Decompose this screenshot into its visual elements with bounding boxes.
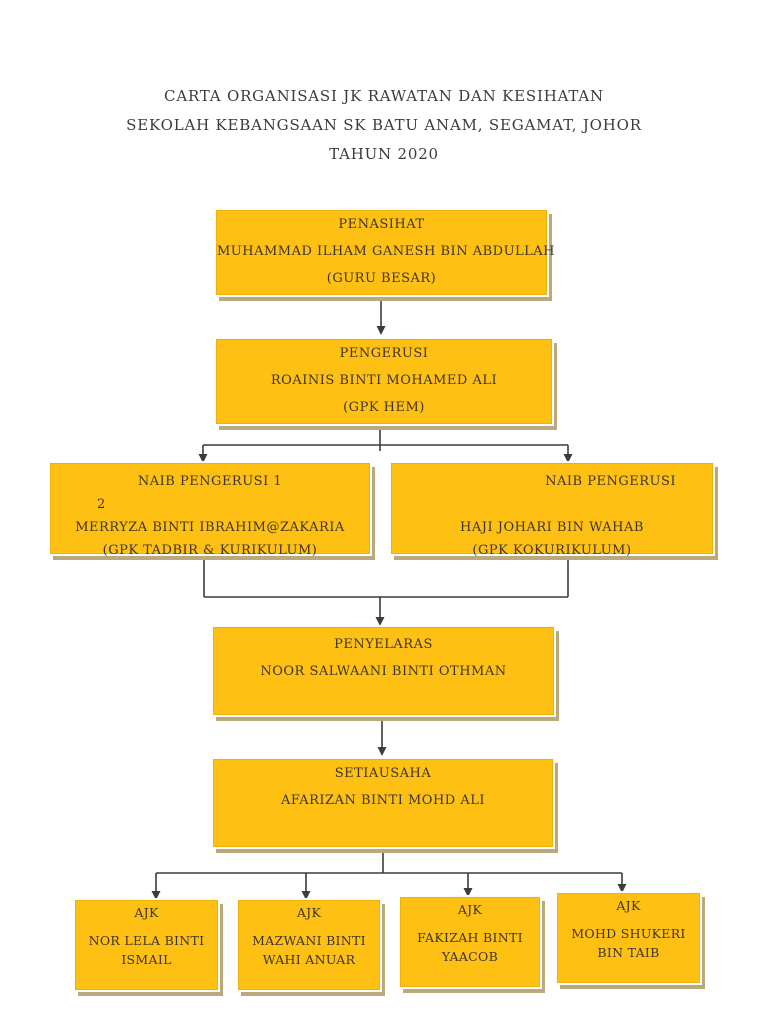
position-title: (GURU BESAR) [326, 271, 437, 286]
person-name: AFARIZAN BINTI MOHD ALI [280, 793, 486, 808]
role-label: PENYELARAS [334, 637, 433, 652]
org-node-naib-pengerusi-2: NAIB PENGERUSI HAJI JOHARI BIN WAHAB (GP… [391, 463, 713, 558]
org-node-pengerusi: PENGERUSI ROAINIS BINTI MOHAMED ALI (GPK… [216, 339, 552, 424]
arrowhead-icon [376, 326, 386, 335]
title-line-2: SEKOLAH KEBANGSAAN SK BATU ANAM, SEGAMAT… [126, 116, 642, 134]
role-label: AJK [296, 905, 322, 920]
person-name: HAJI JOHARI BIN WAHAB [460, 520, 644, 535]
role-overflow-digit: 2 [97, 497, 106, 512]
arrowhead-icon [198, 454, 208, 463]
blank-line [392, 493, 712, 516]
org-node-penasihat: PENASIHAT MUHAMMAD ILHAM GANESH BIN ABDU… [216, 210, 556, 295]
arrowhead-icon [375, 617, 385, 626]
role-label: NAIB PENGERUSI [545, 474, 676, 489]
arrowhead-icon [301, 891, 311, 900]
role-label: NAIB PENGERUSI 1 [137, 474, 283, 489]
org-node-penyelaras: PENYELARAS NOOR SALWAANI BINTI OTHMAN [213, 627, 554, 715]
role-label: AJK [457, 902, 483, 917]
org-node-naib-pengerusi-1: NAIB PENGERUSI 1 2 MERRYZA BINTI IBRAHIM… [50, 463, 370, 558]
position-title: (GPK TADBIR & KURIKULUM) [102, 543, 318, 558]
person-name: FAKIZAH BINTI YAACOB [417, 930, 523, 964]
position-title: (GPK HEM) [343, 400, 425, 415]
document-title: CARTA ORGANISASI JK RAWATAN DAN KESIHATA… [0, 82, 768, 169]
title-line-1: CARTA ORGANISASI JK RAWATAN DAN KESIHATA… [164, 87, 604, 105]
role-label: PENGERUSI [339, 346, 429, 361]
person-name: NOOR SALWAANI BINTI OTHMAN [260, 664, 507, 679]
person-name: NOR LELA BINTI ISMAIL [88, 933, 205, 967]
arrowhead-icon [563, 454, 573, 463]
org-node-ajk-3: AJK FAKIZAH BINTI YAACOB [400, 897, 540, 987]
person-name: MUHAMMAD ILHAM GANESH BIN ABDULLAH [217, 244, 556, 259]
person-name: MERRYZA BINTI IBRAHIM@ZAKARIA [75, 520, 345, 535]
role-label: PENASIHAT [338, 217, 425, 232]
arrowhead-icon [151, 891, 161, 900]
title-line-3: TAHUN 2020 [329, 145, 439, 163]
role-label: AJK [134, 905, 159, 920]
org-node-ajk-2: AJK MAZWANI BINTI WAHI ANUAR [238, 900, 380, 990]
org-node-setiausaha: SETIAUSAHA AFARIZAN BINTI MOHD ALI [213, 759, 553, 847]
position-title: (GPK KOKURIKULUM) [472, 543, 632, 558]
role-label: SETIAUSAHA [334, 766, 432, 781]
arrowhead-icon [617, 884, 627, 893]
person-name: MOHD SHUKERI BIN TAIB [571, 926, 686, 960]
org-node-ajk-4: AJK MOHD SHUKERI BIN TAIB [557, 893, 700, 983]
org-node-ajk-1: AJK NOR LELA BINTI ISMAIL [75, 900, 218, 990]
arrowhead-icon [377, 747, 387, 756]
arrowhead-icon [463, 888, 473, 897]
role-label: AJK [616, 898, 641, 913]
person-name: MAZWANI BINTI WAHI ANUAR [252, 933, 366, 967]
person-name: ROAINIS BINTI MOHAMED ALI [270, 373, 498, 388]
